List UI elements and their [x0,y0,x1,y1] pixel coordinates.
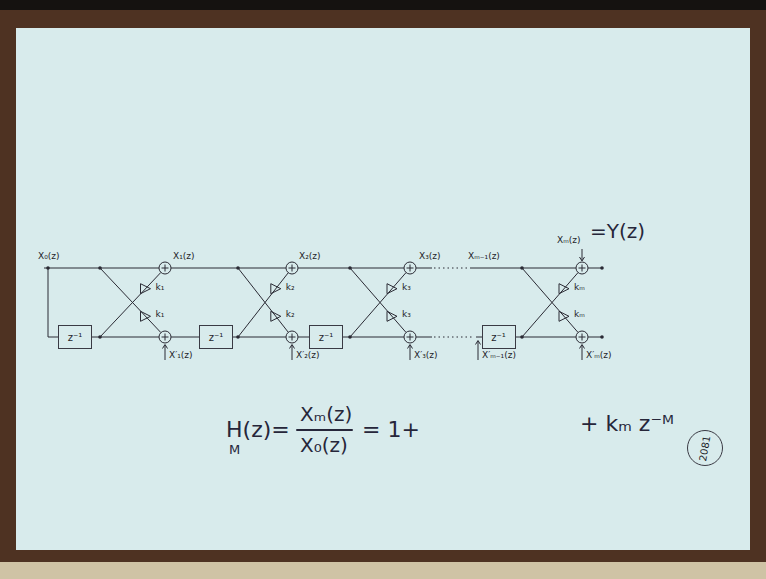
formula-text: H(z)= [226,418,290,442]
coefficient-label: k₁ [156,310,165,320]
signal-arrows [163,249,585,360]
signal-label: X′ₘ(z) [586,351,612,361]
delay-box: z⁻¹ [309,325,343,349]
signal-label: X₃(z) [419,252,441,262]
multiplier-triangles [141,284,570,322]
coefficient-label: kₘ [574,310,585,320]
formula-denominator: X₀(z) [300,434,348,456]
formula-text: + kₘ z⁻ᴹ [580,412,674,436]
signal-label: X′₁(z) [169,351,193,361]
coefficient-label: k₂ [286,283,295,293]
formula-text: = 1+ [362,418,420,442]
coefficient-label: k₁ [156,283,165,293]
signal-label: X₂(z) [299,252,321,262]
dotted-wires [434,268,474,337]
fraction-bar [297,429,352,431]
signal-label: X′ₘ₋₁(z) [482,351,516,361]
page-number: 2081 [697,435,712,462]
signal-label: Xₘ₋₁(z) [468,252,500,262]
lattice-filter [44,249,602,360]
signal-label: X′₂(z) [296,351,320,361]
coefficient-label: k₃ [402,283,411,293]
delay-label: z⁻¹ [209,332,224,343]
page-number-circle: 2081 [687,430,723,466]
signal-label: Xₘ(z) [557,236,581,246]
top-band [0,0,766,10]
delay-label: z⁻¹ [68,332,83,343]
handwritten-note: =Y(z) [590,220,645,242]
coefficient-label: kₘ [574,283,585,293]
formula-numerator: Xₘ(z) [300,403,352,425]
delay-label: z⁻¹ [319,332,334,343]
delay-label: z⁻¹ [491,332,506,343]
delay-box: z⁻¹ [199,325,233,349]
delay-box: z⁻¹ [58,325,92,349]
slide-ground [16,28,750,550]
signal-label: X₁(z) [173,252,195,262]
wooden-frame [0,10,766,562]
signal-label: X′₃(z) [414,351,438,361]
coefficient-label: k₂ [286,310,295,320]
delay-box: z⁻¹ [482,325,516,349]
formula-subscript: M [229,443,240,457]
signal-label: X₀(z) [38,252,60,262]
coefficient-label: k₃ [402,310,411,320]
